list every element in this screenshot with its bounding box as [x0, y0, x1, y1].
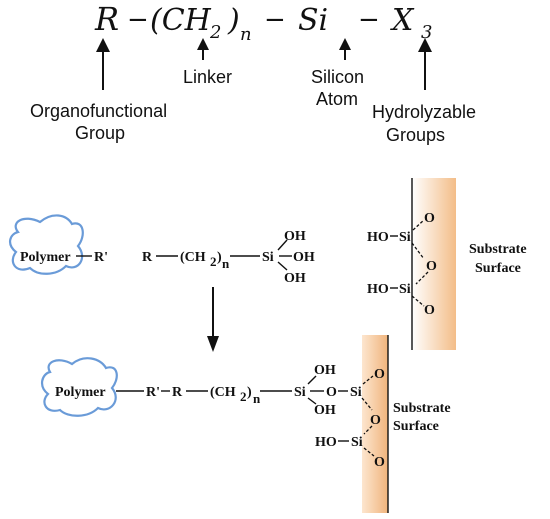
oh-bottom-product: OH	[314, 403, 336, 418]
general-formula: R − (CH 2 ) n − Si − X 3	[94, 0, 432, 45]
o-1: O	[424, 211, 435, 226]
formula-dash-2: −	[264, 5, 286, 35]
formula-close-paren: )	[227, 3, 240, 38]
si-1: Si	[399, 230, 411, 245]
ho-2: HO	[367, 282, 389, 297]
label-organofunctional: Organofunctional	[30, 101, 167, 121]
reaction-arrow	[207, 287, 219, 352]
formula-x: X	[390, 3, 415, 38]
oh-mid: OH	[293, 250, 315, 265]
si-surface: Si	[350, 385, 362, 400]
ch2-n: n	[222, 256, 230, 271]
formula-si: Si	[298, 3, 328, 38]
oh-top-product: OH	[314, 363, 336, 378]
formula-subscript-n: n	[240, 24, 252, 45]
o-2: O	[424, 303, 435, 318]
r-product: R	[172, 385, 183, 400]
polymer-blob-product	[41, 357, 118, 417]
formula-subscript-2: 2	[209, 22, 221, 43]
r-prime: R'	[94, 250, 108, 265]
o-link: O	[326, 385, 337, 400]
label-group: Group	[75, 123, 125, 143]
formula-dash-3: −	[358, 5, 380, 35]
label-atom: Atom	[316, 89, 358, 109]
substrate-surface-product	[362, 335, 388, 513]
label-hydrolyzable: Hydrolyzable	[372, 102, 476, 122]
substrate-label: Substrate	[469, 242, 527, 257]
formula-dash-1: −	[127, 5, 149, 35]
label-linker: Linker	[183, 67, 232, 87]
oh-top: OH	[284, 229, 306, 244]
polymer-blob	[9, 214, 84, 275]
formula-ch2: (CH	[150, 3, 212, 38]
ch2-subscript: 2	[210, 254, 217, 269]
o-bridge: O	[426, 259, 437, 274]
si-atom: Si	[262, 250, 274, 265]
polymer-label: Polymer	[20, 250, 71, 265]
polymer-label-product: Polymer	[55, 385, 106, 400]
surface-label-product: Surface	[393, 419, 439, 434]
ho-1: HO	[367, 230, 389, 245]
label-silicon: Silicon	[311, 67, 364, 87]
ch2-close: )	[217, 250, 222, 265]
si-low-product: Si	[351, 435, 363, 450]
substrate-top: HO Si O O HO Si O Substrate Surface	[367, 178, 527, 350]
substrate-label-product: Substrate	[393, 401, 451, 416]
ch2-close-product: )	[247, 385, 252, 400]
ch2-subscript-product: 2	[240, 389, 247, 404]
ch2-group: (CH	[180, 250, 206, 265]
oh-bottom: OH	[284, 271, 306, 286]
ch2-product: (CH	[210, 385, 236, 400]
ch2-n-product: n	[253, 391, 261, 406]
formula-subscript-3: 3	[421, 22, 432, 43]
label-arrows	[96, 38, 432, 90]
o-bridge-product: O	[370, 413, 381, 428]
ho-product: HO	[315, 435, 337, 450]
grafted-product: Polymer R' R (CH 2 ) n Si OH OH O	[41, 357, 348, 418]
r-prime-product: R'	[146, 385, 160, 400]
formula-r: R	[94, 0, 119, 38]
si-2: Si	[399, 282, 411, 297]
substrate-product: Si O O HO Si O Substrate Surface	[315, 335, 451, 513]
formula-labels: Organofunctional Group Linker Silicon At…	[30, 67, 476, 145]
o-low-product: O	[374, 455, 385, 470]
surface-label: Surface	[475, 261, 521, 276]
label-groups: Groups	[386, 125, 445, 145]
r-group: R	[142, 250, 153, 265]
substrate-surface-top	[412, 178, 456, 350]
o-top-product: O	[374, 367, 385, 382]
silane-reactant: Polymer R' R (CH 2 ) n Si OH OH OH	[9, 214, 315, 286]
si-product: Si	[294, 385, 306, 400]
